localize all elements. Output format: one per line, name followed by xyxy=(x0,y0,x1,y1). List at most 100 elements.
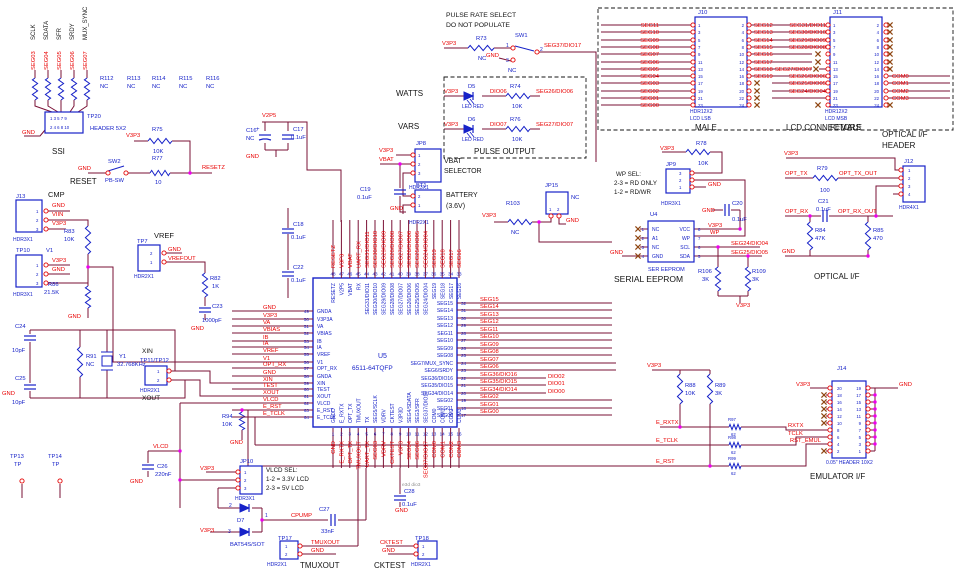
no-connect-x-icon xyxy=(753,101,761,109)
net-label: SEG24/DIO04 xyxy=(731,241,769,247)
section-label: OPTICAL I/F xyxy=(814,272,860,281)
led-arrow xyxy=(466,132,472,139)
component-label: HDR3X1 xyxy=(13,237,33,243)
pin-number: 4 xyxy=(742,30,745,35)
pin-circle xyxy=(746,59,752,65)
net-label: SEG25/DIO05 xyxy=(415,231,421,268)
pin-number: 14 xyxy=(440,432,446,437)
pin-circle xyxy=(883,80,889,86)
pin-number: 3 xyxy=(833,30,836,35)
component-label: TP7 xyxy=(137,239,148,245)
component-label: 1 xyxy=(265,513,268,519)
wire xyxy=(171,370,232,384)
net-label: VBAT xyxy=(379,157,394,163)
net-label: UART_RX xyxy=(356,241,362,268)
component-label: SCL xyxy=(680,245,690,251)
net-label: VLCD xyxy=(153,444,168,450)
resistor xyxy=(706,373,714,405)
pin-number: 56 xyxy=(304,360,310,365)
pin-name: SEG35/DIO15 xyxy=(421,383,453,389)
pin-name: RESETZ xyxy=(331,283,337,303)
pin-name: VBIAS xyxy=(317,331,332,337)
component-label: 2 xyxy=(540,47,543,53)
component-label: 0.1uF xyxy=(357,195,372,201)
component-label: 62 xyxy=(731,432,736,437)
jp15-header xyxy=(545,191,569,215)
section-label: XIN xyxy=(142,348,153,355)
wire xyxy=(741,443,830,467)
pin-number: 52 xyxy=(304,331,310,336)
pin-number: 1 xyxy=(679,185,682,190)
net-label: SEG06 xyxy=(640,60,659,66)
pin-name: E_TCLK xyxy=(317,415,337,421)
pin-name: IA xyxy=(317,345,322,351)
pin-circle xyxy=(746,80,752,86)
pin-number: 19 xyxy=(461,398,467,403)
net-label: DIO02 xyxy=(548,374,565,380)
component-label: 10K xyxy=(153,149,163,155)
section-label: VLCD SEL: xyxy=(266,467,298,474)
net-label: VDRV xyxy=(382,441,388,457)
pin-number: 9 xyxy=(859,421,862,426)
pin-circle xyxy=(865,448,871,454)
pin-number: 7 xyxy=(382,432,385,437)
component-label: TP xyxy=(52,462,60,468)
net-label: SEG36/DIO16 xyxy=(480,372,517,378)
junction-dot xyxy=(708,464,712,468)
net-label: CKTEST xyxy=(380,540,403,546)
section-label: 1-2 = RD/WR xyxy=(614,189,651,196)
pin-number: 15 xyxy=(448,432,454,437)
net-label: SEG14 xyxy=(754,38,773,44)
net-label: SEG18 xyxy=(440,249,446,268)
net-label: SEG05 xyxy=(57,51,63,70)
component-label: NC xyxy=(179,84,187,90)
net-label: OPT_RX xyxy=(263,362,286,368)
pin-number: 2 xyxy=(285,552,288,557)
junction-dot xyxy=(873,393,877,397)
resistor xyxy=(31,77,39,101)
pin-number: 2 xyxy=(642,236,645,241)
pin-name: SEG11 xyxy=(437,331,453,337)
pin-name: IB xyxy=(317,339,322,345)
pin-number: 1 xyxy=(859,449,862,454)
no-connect-x-icon xyxy=(634,234,642,242)
net-label: COM2 xyxy=(892,89,909,95)
resistor xyxy=(57,77,65,101)
net-label: SEG29/DIO09 xyxy=(789,38,826,44)
symbol-line xyxy=(107,165,125,172)
resistor xyxy=(505,92,531,100)
pin-circle xyxy=(898,167,904,173)
wire xyxy=(875,185,901,216)
pin-circle xyxy=(690,73,696,79)
pin-circle xyxy=(883,59,889,65)
net-label: CKTEST xyxy=(390,441,396,464)
section-label: LCD CONNECTORS xyxy=(786,123,861,132)
pin-name: V1 xyxy=(317,360,323,366)
pin-circle xyxy=(689,170,695,176)
no-connect-x-icon xyxy=(886,43,894,51)
pin-number: 6 xyxy=(374,432,377,437)
pin-number: 21 xyxy=(698,96,703,101)
net-label: COM1 xyxy=(440,441,446,458)
wire xyxy=(741,426,830,431)
pin-number: 4 xyxy=(357,432,360,437)
no-connect-x-icon xyxy=(753,94,761,102)
pin-number: 38 xyxy=(414,272,420,277)
pin-name: VDRV xyxy=(382,409,388,423)
net-label: GND xyxy=(782,249,795,255)
pin-circle xyxy=(746,95,752,101)
wire xyxy=(694,151,723,174)
bt1-battery xyxy=(414,189,442,213)
pin-number: 8 xyxy=(742,45,745,50)
pin-number: 34 xyxy=(448,272,454,277)
junction-dot xyxy=(873,435,877,439)
component-label: R85 xyxy=(873,228,884,234)
net-label: SEG10 xyxy=(480,334,499,340)
component-label: R94 xyxy=(222,414,233,420)
net-label: DIO01 xyxy=(548,381,565,387)
net-label: SEG19 xyxy=(432,249,438,268)
component-label: 0.1uF xyxy=(291,235,306,241)
pin-number: 45 xyxy=(356,272,362,277)
pin-number: 6 xyxy=(742,38,745,43)
